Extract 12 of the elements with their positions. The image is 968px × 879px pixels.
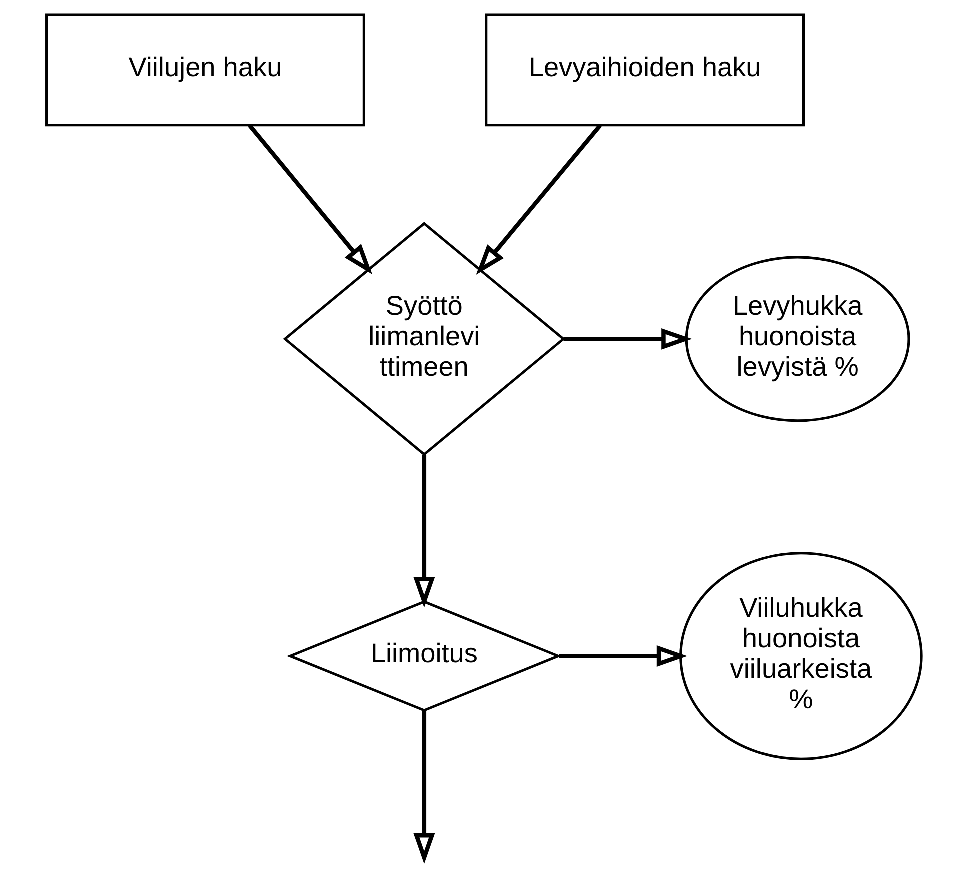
arrow <box>559 646 688 667</box>
arrow <box>476 124 602 276</box>
node-diamond: Liimoitus <box>286 600 562 712</box>
arrow <box>248 124 373 275</box>
node-ellipse: Viiluhukka huonoista viiluarkeista % <box>680 552 923 760</box>
arrow <box>564 328 692 350</box>
node-box: Viilujen haku <box>46 14 366 127</box>
node-diamond: Syöttö liimanlevi ttimeen <box>283 222 566 456</box>
node-box: Levyaihioiden haku <box>485 14 806 127</box>
arrow <box>414 455 436 608</box>
node-ellipse: Levyhukka huonoista levyistä % <box>685 256 910 422</box>
arrow <box>414 710 436 864</box>
